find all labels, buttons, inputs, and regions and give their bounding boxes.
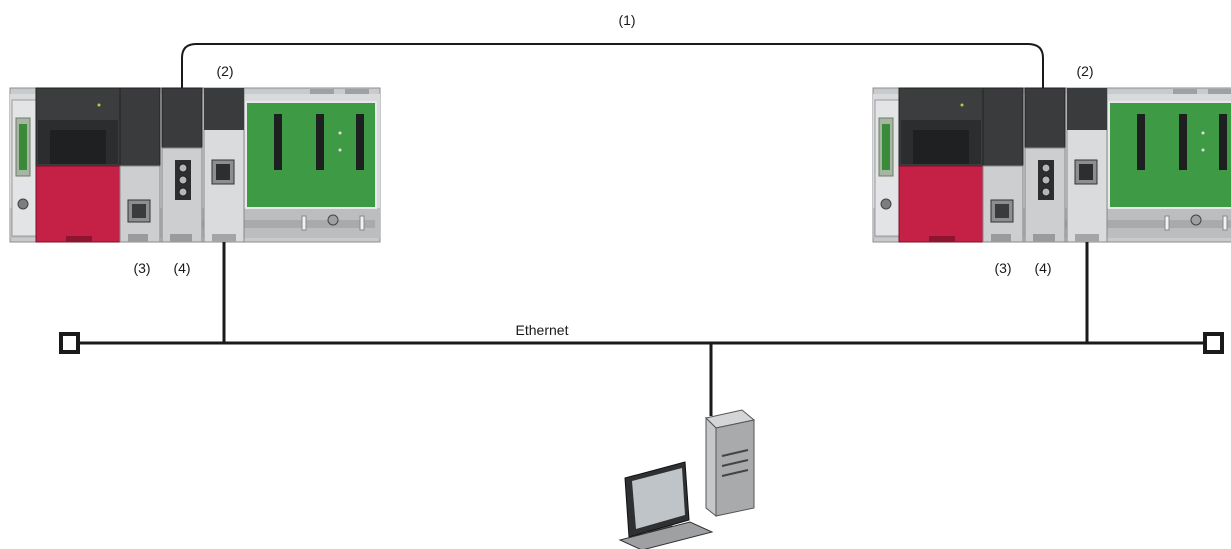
label-redundant-cpu-b: (3) xyxy=(994,260,1011,276)
ethernet-terminator-left xyxy=(59,332,80,354)
label-ethernet: Ethernet xyxy=(516,322,569,338)
plc-system-b xyxy=(872,87,1231,243)
ethernet-terminator-right xyxy=(1203,332,1224,354)
label-tracking-module-a: (4) xyxy=(173,260,190,276)
label-tracking-cable: (1) xyxy=(618,12,635,28)
plc-system-a xyxy=(9,87,381,243)
label-tracking-module-b: (4) xyxy=(1034,260,1051,276)
personal-computer-icon xyxy=(618,409,756,549)
tracking-cable xyxy=(181,43,1044,88)
label-network-module-b: (2) xyxy=(1076,63,1093,79)
label-redundant-cpu-a: (3) xyxy=(133,260,150,276)
label-network-module-a: (2) xyxy=(216,63,233,79)
